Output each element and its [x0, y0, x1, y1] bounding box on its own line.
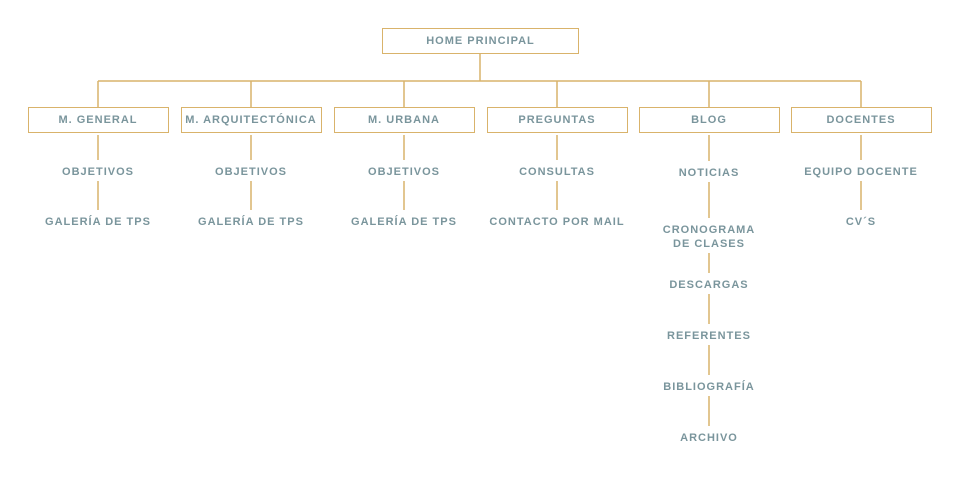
sitemap-item: NOTICIAS — [678, 167, 740, 179]
branch-node: PREGUNTAS — [486, 107, 628, 133]
sitemap-item: EQUIPO DOCENTE — [804, 166, 918, 178]
sitemap-item: GALERÍA DE TPS — [45, 216, 151, 228]
sitemap-item: OBJETIVOS — [62, 166, 134, 178]
root-node: HOME PRINCIPAL — [382, 28, 579, 54]
sitemap-item: OBJETIVOS — [215, 166, 287, 178]
sitemap-item: REFERENTES — [667, 330, 751, 342]
sitemap-item: ARCHIVO — [680, 432, 738, 444]
sitemap-item: CRONOGRAMA DE CLASES — [662, 224, 756, 250]
sitemap-item: CONTACTO POR MAIL — [489, 216, 625, 228]
branch-node: BLOG — [638, 107, 780, 133]
branch-node: M. URBANA — [333, 107, 475, 133]
sitemap-item: BIBLIOGRAFÍA — [663, 381, 755, 393]
branch-node: DOCENTES — [790, 107, 932, 133]
sitemap-item: GALERÍA DE TPS — [351, 216, 457, 228]
sitemap-item: CV´S — [845, 216, 877, 228]
branch-node: M. GENERAL — [27, 107, 169, 133]
sitemap-item: OBJETIVOS — [368, 166, 440, 178]
sitemap-item: GALERÍA DE TPS — [198, 216, 304, 228]
sitemap-item: CONSULTAS — [519, 166, 595, 178]
branch-node: M. ARQUITECTÓNICA — [180, 107, 322, 133]
sitemap-item: DESCARGAS — [669, 279, 749, 291]
